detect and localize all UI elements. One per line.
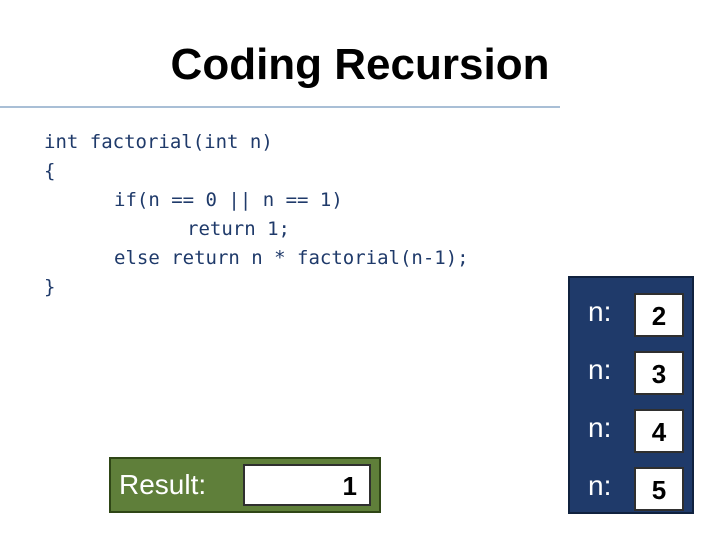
- frame-value: 4: [634, 409, 684, 453]
- slide-title: Coding Recursion: [170, 40, 550, 89]
- frame-value: 3: [634, 351, 684, 395]
- stack-frame: n: 5: [570, 456, 692, 512]
- frame-label: n:: [588, 354, 612, 385]
- code-line: else return n * factorial(n-1);: [114, 247, 469, 269]
- code-line: if(n == 0 || n == 1): [114, 189, 343, 211]
- frame-value: 2: [634, 293, 684, 337]
- title-divider: [0, 106, 560, 108]
- code-line: int factorial(int n): [44, 131, 273, 153]
- frame-label: n:: [588, 412, 612, 443]
- result-value: 1: [243, 464, 371, 506]
- frame-label: n:: [588, 296, 612, 327]
- stack-frame: n: 4: [570, 398, 692, 454]
- frame-value: 5: [634, 467, 684, 511]
- result-label: Result:: [119, 469, 207, 500]
- stack-frame: n: 3: [570, 340, 692, 396]
- frame-label: n:: [588, 470, 612, 501]
- call-stack: n: 2 n: 3 n: 4 n: 5: [568, 276, 694, 514]
- code-block: int factorial(int n) { if(n == 0 || n ==…: [44, 128, 469, 302]
- code-line: }: [44, 276, 56, 298]
- code-line: {: [44, 160, 56, 182]
- stack-frame: n: 2: [570, 282, 692, 338]
- code-line: return 1;: [187, 218, 290, 240]
- result-panel: Result: 1: [109, 457, 381, 513]
